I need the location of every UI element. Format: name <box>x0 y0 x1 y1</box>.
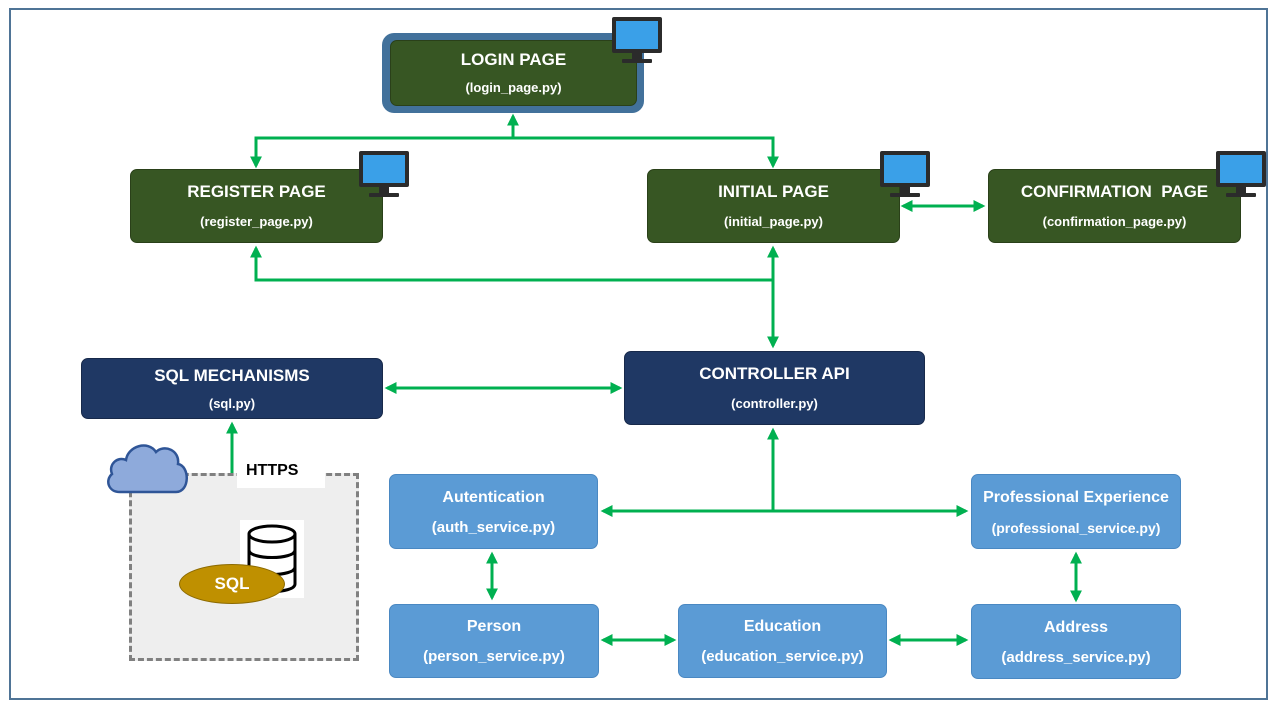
register-page-file: (register_page.py) <box>200 214 313 229</box>
initial-page-file: (initial_page.py) <box>724 214 823 229</box>
initial-page-title: INITIAL PAGE <box>718 182 829 201</box>
https-label: HTTPS <box>246 462 299 479</box>
person-service-title: Person <box>466 618 522 635</box>
auth-service-file: (auth_service.py) <box>431 518 556 536</box>
professional-service-file: (professional_service.py) <box>991 519 1161 536</box>
login-page-file: (login_page.py) <box>465 80 562 95</box>
controller-api-file: (controller.py) <box>731 396 818 411</box>
sql-database-node[interactable]: SQL <box>179 564 285 604</box>
person-service-file: (person_service.py) <box>423 648 565 665</box>
education-service-title: Education <box>743 618 822 635</box>
auth-service-title: Autentication <box>442 488 545 506</box>
address-service-title: Address <box>1043 618 1109 636</box>
initial-page-node[interactable]: INITIAL PAGE (initial_page.py) <box>647 169 900 243</box>
diagram-frame <box>9 8 1268 700</box>
controller-api-node[interactable]: CONTROLLER API (controller.py) <box>624 351 925 425</box>
monitor-icon <box>1216 151 1266 197</box>
address-service-file: (address_service.py) <box>1001 648 1151 666</box>
confirmation-page-file: (confirmation_page.py) <box>1042 214 1187 229</box>
address-service-node[interactable]: Address (address_service.py) <box>971 604 1181 679</box>
login-page-title: LOGIN PAGE <box>460 50 567 69</box>
monitor-icon <box>359 151 409 197</box>
education-service-node[interactable]: Education (education_service.py) <box>678 604 887 678</box>
connector-login-register <box>250 136 513 169</box>
register-page-node[interactable]: REGISTER PAGE (register_page.py) <box>130 169 383 243</box>
cloud-icon <box>107 444 188 494</box>
https-label-background <box>237 460 325 488</box>
sql-mechanisms-node[interactable]: SQL MECHANISMS (sql.py) <box>81 358 383 419</box>
person-service-node[interactable]: Person (person_service.py) <box>389 604 599 678</box>
professional-service-node[interactable]: Professional Experience (professional_se… <box>971 474 1181 549</box>
education-service-file: (education_service.py) <box>701 648 864 665</box>
connector-register-hub <box>250 245 773 282</box>
sql-database-label: SQL <box>214 574 250 593</box>
sql-mechanisms-file: (sql.py) <box>208 395 256 411</box>
controller-api-title: CONTROLLER API <box>699 364 850 383</box>
monitor-icon <box>880 151 930 197</box>
auth-service-node[interactable]: Autentication (auth_service.py) <box>389 474 598 549</box>
professional-service-title: Professional Experience <box>983 488 1169 506</box>
monitor-icon <box>612 17 662 63</box>
confirmation-page-node[interactable]: CONFIRMATION PAGE (confirmation_page.py) <box>988 169 1241 243</box>
register-page-title: REGISTER PAGE <box>187 182 326 201</box>
confirmation-page-title: CONFIRMATION PAGE <box>1020 182 1209 201</box>
login-page-node[interactable]: LOGIN PAGE (login_page.py) <box>390 40 637 106</box>
connector-login-initial <box>513 136 779 169</box>
sql-mechanisms-title: SQL MECHANISMS <box>154 365 310 385</box>
